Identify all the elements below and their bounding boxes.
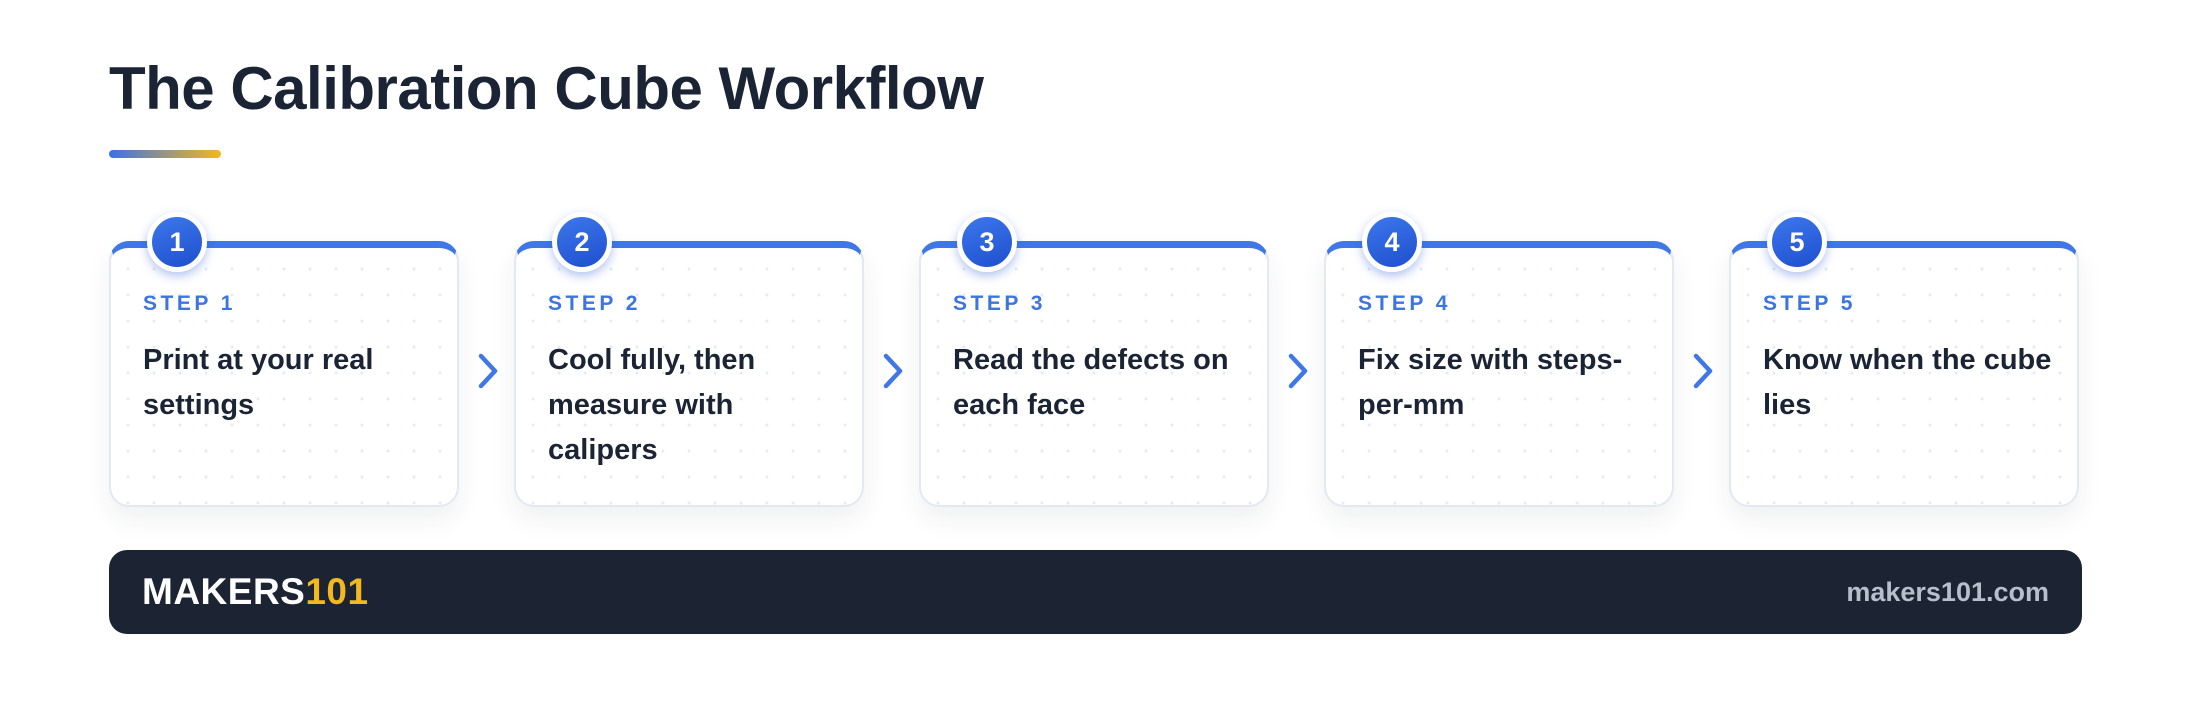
step-card-5: 5 STEP 5 Know when the cube lies: [1729, 212, 2079, 507]
title-underline: [109, 150, 221, 158]
step-number-badge: 5: [1767, 212, 1827, 272]
step-text: Cool fully, then measure with calipers: [548, 344, 756, 466]
step-number-badge: 2: [552, 212, 612, 272]
brand-logo-accent: 101: [305, 571, 369, 612]
step-text: Read the defects on each face: [953, 344, 1229, 421]
step-number-badge: 4: [1362, 212, 1422, 272]
chevron-right-icon: [478, 353, 498, 389]
step-label: STEP 3: [953, 292, 1046, 315]
chevron-right-icon: [1288, 353, 1308, 389]
chevron-right-icon: [1693, 353, 1713, 389]
step-text: Print at your real settings: [143, 344, 374, 421]
step-card-3: 3 STEP 3 Read the defects on each face: [919, 212, 1269, 507]
step-number-badge: 1: [147, 212, 207, 272]
step-number-badge: 3: [957, 212, 1017, 272]
step-label: STEP 4: [1358, 292, 1451, 315]
page-title: The Calibration Cube Workflow: [109, 55, 984, 122]
step-card-2: 2 STEP 2 Cool fully, then measure with c…: [514, 212, 864, 507]
step-label: STEP 2: [548, 292, 641, 315]
step-label: STEP 5: [1763, 292, 1856, 315]
chevron-right-icon: [883, 353, 903, 389]
brand-logo-main: MAKERS: [142, 571, 306, 612]
footer-bar: MAKERS101 makers101.com: [109, 550, 2082, 634]
steps-row: 1 STEP 1 Print at your real settings 2 S…: [109, 212, 2082, 507]
footer-url: makers101.com: [1846, 577, 2049, 607]
step-text: Fix size with steps-per-mm: [1358, 344, 1623, 421]
step-card-1: 1 STEP 1 Print at your real settings: [109, 212, 459, 507]
brand-logo: MAKERS101: [142, 550, 369, 634]
step-text: Know when the cube lies: [1763, 344, 2052, 421]
step-card-4: 4 STEP 4 Fix size with steps-per-mm: [1324, 212, 1674, 507]
step-label: STEP 1: [143, 292, 236, 315]
